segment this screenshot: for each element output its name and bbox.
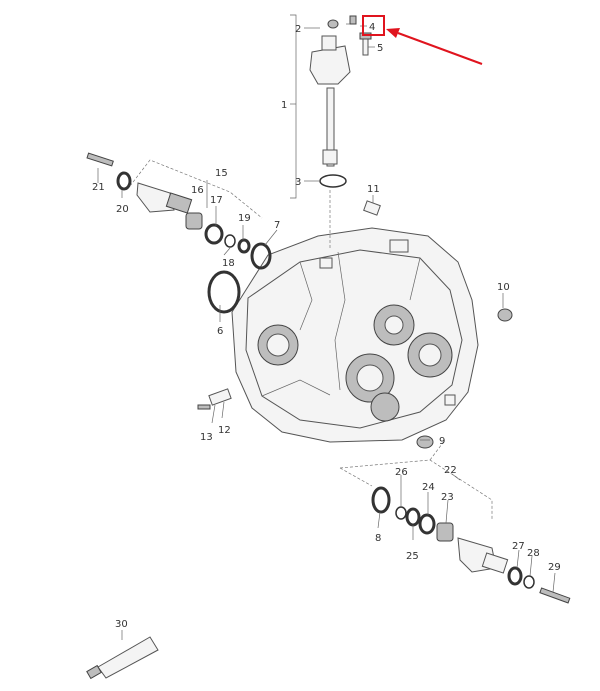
right-shaft-dash-line-2 — [339, 439, 446, 487]
callout-25: 25 — [406, 551, 419, 562]
right-output-shaft-group — [371, 486, 571, 604]
callout-15: 15 — [215, 168, 228, 179]
callout-20: 20 — [116, 204, 129, 215]
callout-13: 13 — [200, 432, 213, 443]
gearbox-housing — [231, 227, 479, 443]
callout-16: 16 — [191, 185, 204, 196]
callout-26: 26 — [395, 467, 408, 478]
leader-lines — [97, 14, 556, 640]
callout-30: 30 — [115, 619, 128, 630]
callout-11: 11 — [367, 184, 380, 195]
sensor-parts — [197, 200, 513, 449]
sealant-tube — [86, 636, 159, 680]
callout-1: 1 — [281, 100, 287, 111]
callout-10: 10 — [497, 282, 510, 293]
callout-labels: 1 2 3 4 5 6 7 8 9 10 11 12 13 15 16 17 1… — [92, 22, 561, 630]
callout-22: 22 — [444, 465, 457, 476]
callout-4: 4 — [369, 22, 375, 33]
callout-27: 27 — [512, 541, 525, 552]
callout-28: 28 — [527, 548, 540, 559]
selector-shaft-assembly — [309, 15, 372, 188]
callout-29: 29 — [548, 562, 561, 573]
callout-24: 24 — [422, 482, 435, 493]
callout-9: 9 — [439, 436, 445, 447]
callout-18: 18 — [222, 258, 235, 269]
callout-8: 8 — [375, 533, 381, 544]
callout-7: 7 — [274, 220, 280, 231]
callout-21: 21 — [92, 182, 105, 193]
callout-3: 3 — [295, 177, 301, 188]
highlight-annotation — [362, 15, 483, 65]
callout-5: 5 — [377, 43, 383, 54]
left-shaft-dash-line — [129, 159, 263, 219]
callout-12: 12 — [218, 425, 231, 436]
highlight-box — [362, 15, 385, 36]
right-shaft-dash-line — [339, 459, 493, 520]
callout-17: 17 — [210, 195, 223, 206]
highlight-arrow-line — [397, 32, 483, 65]
callout-19: 19 — [238, 213, 251, 224]
callout-2: 2 — [295, 24, 301, 35]
callout-23: 23 — [441, 492, 454, 503]
highlight-arrow-head — [386, 28, 400, 38]
callout-6: 6 — [217, 326, 223, 337]
left-flange-shaft-group — [86, 152, 272, 314]
